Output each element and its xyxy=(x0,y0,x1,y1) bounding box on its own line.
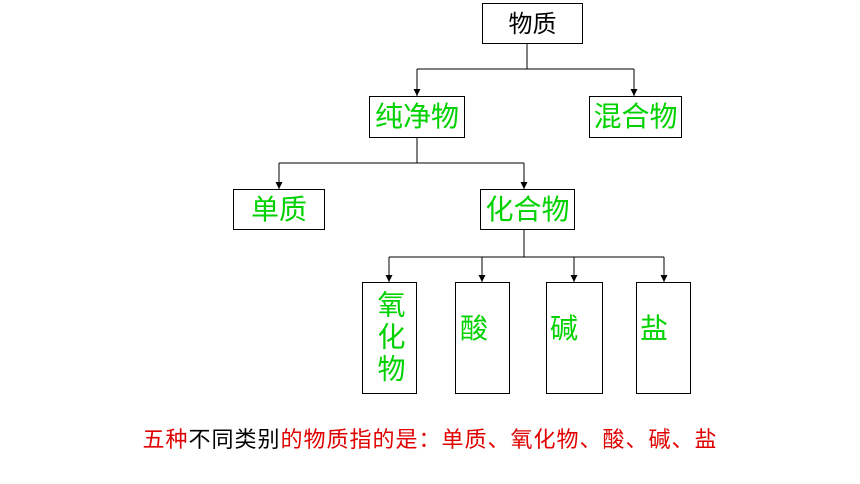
node-base-label: 碱 xyxy=(550,312,579,345)
node-pure-substance: 纯净物 xyxy=(369,96,465,138)
node-acid: 酸 xyxy=(455,282,510,394)
node-element: 单质 xyxy=(233,189,325,230)
node-compound-label: 化合物 xyxy=(485,192,570,226)
node-pure-substance-label: 纯净物 xyxy=(374,100,459,133)
caption-part-1: 五种 xyxy=(142,428,189,453)
node-element-label: 单质 xyxy=(250,192,307,226)
caption-part-3: 的物质指的是：单质、氧化物、酸、碱、盐 xyxy=(280,428,718,453)
node-salt-label: 盐 xyxy=(640,312,669,345)
node-mixture-label: 混合物 xyxy=(593,100,678,133)
node-salt: 盐 xyxy=(636,282,691,394)
node-oxide: 氧化物 xyxy=(362,282,417,394)
node-base: 碱 xyxy=(546,282,603,394)
caption-part-2: 不同类别 xyxy=(188,428,281,453)
summary-caption: 五种不同类别的物质指的是：单质、氧化物、酸、碱、盐 xyxy=(0,422,860,454)
node-root: 物质 xyxy=(482,3,583,44)
node-oxide-label: 氧化物 xyxy=(373,290,407,386)
node-acid-label: 酸 xyxy=(460,312,489,345)
node-root-label: 物质 xyxy=(508,9,557,38)
node-compound: 化合物 xyxy=(480,189,575,230)
node-mixture: 混合物 xyxy=(589,96,682,138)
